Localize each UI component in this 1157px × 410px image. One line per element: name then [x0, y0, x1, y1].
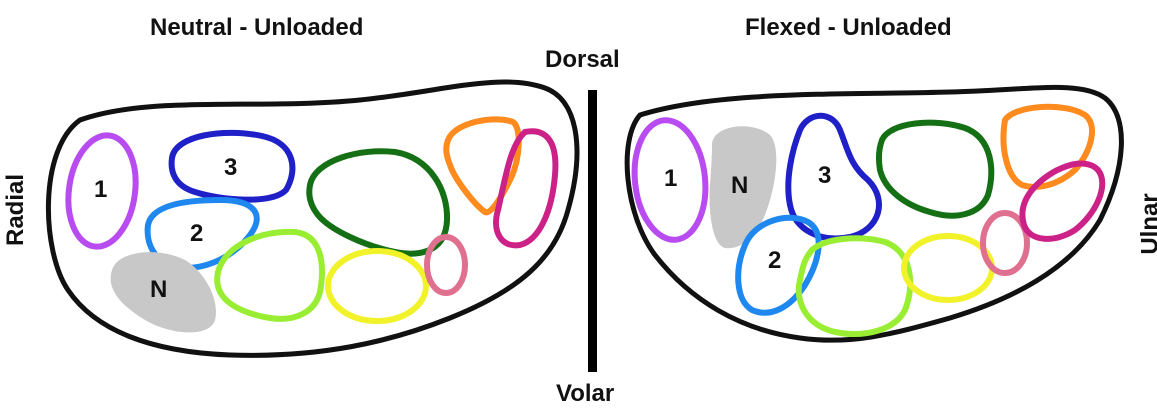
tendon-1-neutral: [65, 132, 139, 250]
tunnel-outline-flexed: [624, 84, 1124, 343]
label-3-flexed: 3: [818, 162, 831, 189]
median-nerve-flexed: [709, 126, 777, 249]
tendon-orange-flexed: [1000, 103, 1095, 190]
title-neutral-unloaded: Neutral - Unloaded: [150, 14, 364, 41]
tendon-magenta-neutral: [493, 128, 559, 249]
tendon-3-flexed: [785, 112, 882, 242]
tunnel-outline-neutral: [45, 79, 580, 358]
tendon-3-neutral: [168, 129, 296, 203]
title-flexed-unloaded: Flexed - Unloaded: [745, 14, 952, 41]
tendon-1-flexed: [631, 117, 709, 243]
label-n-flexed: N: [731, 172, 748, 199]
label-1-flexed: 1: [664, 165, 677, 192]
panel-neutral: 1 3 2 N: [45, 79, 580, 358]
label-n-neutral: N: [150, 276, 167, 303]
label-dorsal: Dorsal: [545, 46, 620, 73]
tendon-yellow-flexed: [901, 233, 995, 303]
tendon-2-flexed: [735, 214, 822, 316]
tendon-darkgreen-neutral: [306, 148, 451, 257]
tendon-darkgreen-flexed: [875, 119, 995, 219]
label-volar: Volar: [556, 380, 615, 407]
tendon-magenta-flexed: [1019, 160, 1106, 242]
label-2-flexed: 2: [768, 247, 781, 274]
tendon-lime-neutral: [214, 228, 325, 322]
tendon-yellow-neutral: [325, 248, 429, 324]
center-divider: [588, 90, 597, 372]
label-1-neutral: 1: [94, 176, 107, 203]
median-nerve-neutral: [110, 252, 216, 333]
tendon-pink-neutral: [424, 234, 468, 296]
label-2-neutral: 2: [190, 220, 203, 247]
tendon-pink-flexed: [980, 210, 1030, 276]
panel-flexed: 1 N 3 2: [624, 84, 1124, 343]
tendon-lime-flexed: [795, 235, 914, 337]
label-3-neutral: 3: [224, 154, 237, 181]
